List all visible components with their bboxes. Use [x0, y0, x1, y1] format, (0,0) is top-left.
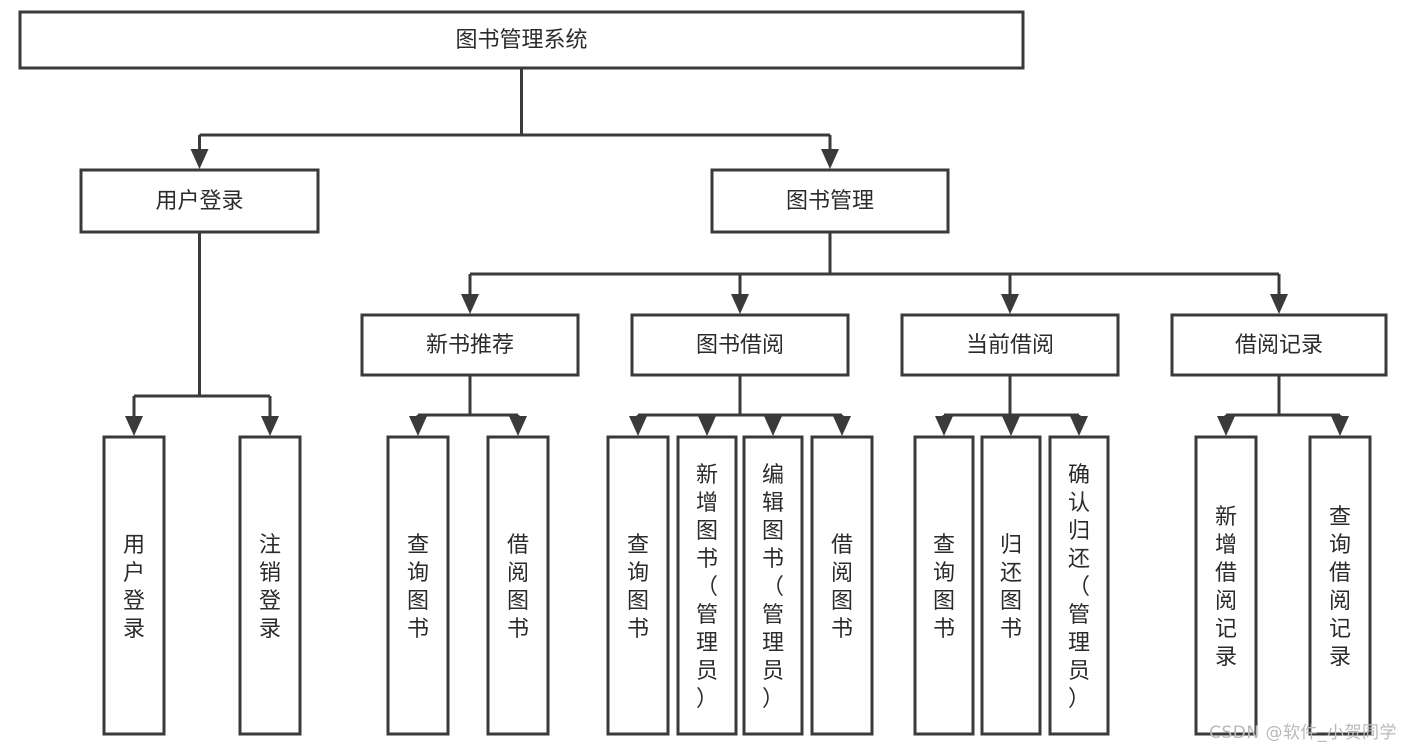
- node-leaf-logout[interactable]: 注销登录: [238, 435, 302, 736]
- arrow-down-icon: [1270, 294, 1288, 314]
- node-label: 确认归还（管理员）: [1068, 463, 1090, 712]
- node-leaf-query-book-2[interactable]: 查询图书: [606, 435, 670, 736]
- node-box: [676, 435, 738, 736]
- arrow-down-icon: [190, 149, 209, 169]
- node-box: [1308, 435, 1372, 736]
- arrow-down-icon: [509, 416, 527, 436]
- node-leaf-return-book[interactable]: 归还图书: [980, 435, 1042, 736]
- nodes-layer: 图书管理系统用户登录图书管理新书推荐图书借阅当前借阅借阅记录用户登录注销登录查询…: [18, 10, 1388, 736]
- node-box: [980, 435, 1042, 736]
- node-label: 归还图书: [1000, 533, 1022, 642]
- node-label: 查询借阅记录: [1329, 505, 1351, 670]
- node-box: [486, 435, 550, 736]
- node-leaf-borrow-book-2[interactable]: 借阅图书: [810, 435, 874, 736]
- node-current-borrow[interactable]: 当前借阅: [900, 313, 1120, 377]
- node-leaf-add-book[interactable]: 新增图书（管理员）: [676, 435, 738, 736]
- arrow-down-icon: [629, 416, 647, 436]
- node-box: [900, 313, 1120, 377]
- arrow-down-icon: [833, 416, 851, 436]
- node-box: [18, 10, 1025, 70]
- node-box: [238, 435, 302, 736]
- arrow-down-icon: [731, 294, 749, 314]
- node-box: [102, 435, 166, 736]
- node-box: [913, 435, 975, 736]
- node-root[interactable]: 图书管理系统: [18, 10, 1025, 70]
- arrow-down-icon: [935, 416, 953, 436]
- node-leaf-user-login[interactable]: 用户登录: [102, 435, 166, 736]
- node-box: [606, 435, 670, 736]
- watermark-text: CSDN @软件_小贺同学: [1209, 723, 1397, 743]
- node-label: 用户登录: [123, 533, 145, 642]
- arrow-down-icon: [1217, 416, 1235, 436]
- node-leaf-query-record[interactable]: 查询借阅记录: [1308, 435, 1372, 736]
- node-leaf-add-record[interactable]: 新增借阅记录: [1194, 435, 1258, 736]
- node-label: 编辑图书（管理员）: [762, 463, 784, 712]
- arrow-down-icon: [1001, 294, 1019, 314]
- arrow-down-icon: [125, 416, 143, 436]
- node-leaf-query-book-3[interactable]: 查询图书: [913, 435, 975, 736]
- node-label: 图书管理: [786, 189, 874, 214]
- node-box: [1194, 435, 1258, 736]
- node-label: 借阅图书: [831, 533, 853, 642]
- arrow-down-icon: [698, 416, 716, 436]
- arrow-down-icon: [409, 416, 427, 436]
- arrow-down-icon: [1331, 416, 1349, 436]
- node-leaf-confirm-return[interactable]: 确认归还（管理员）: [1048, 435, 1110, 736]
- node-label: 查询图书: [627, 533, 649, 642]
- node-box: [710, 168, 950, 234]
- arrow-down-icon: [261, 416, 279, 436]
- node-label: 借阅记录: [1235, 333, 1323, 358]
- node-label: 查询图书: [933, 533, 955, 642]
- arrow-down-icon: [821, 149, 839, 169]
- node-box: [1048, 435, 1110, 736]
- node-label: 当前借阅: [966, 333, 1054, 358]
- node-label: 借阅图书: [507, 533, 529, 642]
- node-borrow-record[interactable]: 借阅记录: [1170, 313, 1388, 377]
- node-label: 新增借阅记录: [1215, 505, 1237, 670]
- node-box: [79, 168, 320, 234]
- arrow-down-icon: [1002, 416, 1020, 436]
- node-label: 图书借阅: [696, 333, 784, 358]
- node-label: 用户登录: [155, 189, 243, 214]
- node-label: 新书推荐: [426, 333, 514, 358]
- arrow-down-icon: [1070, 416, 1088, 436]
- node-box: [386, 435, 450, 736]
- node-box: [742, 435, 804, 736]
- edges-layer: [125, 68, 1349, 436]
- node-label: 新增图书（管理员）: [696, 463, 718, 712]
- node-book-borrow[interactable]: 图书借阅: [630, 313, 850, 377]
- node-label: 注销登录: [259, 533, 281, 642]
- node-box: [810, 435, 874, 736]
- arrow-down-icon: [461, 294, 479, 314]
- node-box: [360, 313, 580, 377]
- node-leaf-query-book-1[interactable]: 查询图书: [386, 435, 450, 736]
- node-new-book-recommend[interactable]: 新书推荐: [360, 313, 580, 377]
- node-book-manage[interactable]: 图书管理: [710, 168, 950, 234]
- node-label: 查询图书: [407, 533, 429, 642]
- node-user-login[interactable]: 用户登录: [79, 168, 320, 234]
- node-box: [630, 313, 850, 377]
- arrow-down-icon: [764, 416, 782, 436]
- node-box: [1170, 313, 1388, 377]
- node-leaf-borrow-book-1[interactable]: 借阅图书: [486, 435, 550, 736]
- node-label: 图书管理系统: [455, 28, 587, 53]
- node-leaf-edit-book[interactable]: 编辑图书（管理员）: [742, 435, 804, 736]
